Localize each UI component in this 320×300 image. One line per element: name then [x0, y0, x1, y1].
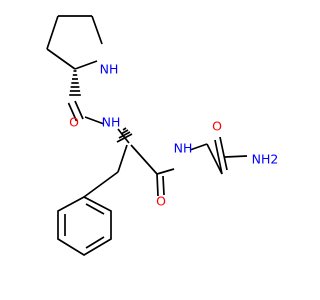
- bond-c2-n2: [156, 168, 175, 175]
- atom-terminal-o: O: [212, 119, 222, 134]
- bond-ring-left-top: [46, 15, 59, 50]
- amide-1: [67, 100, 105, 125]
- bond-ring-right-top: [91, 15, 103, 45]
- bond-ch2-c3: [206, 143, 223, 175]
- atom-pyrrolidine-nh: NH: [100, 62, 119, 77]
- benzene-inner-3: [85, 203, 105, 215]
- atom-terminal-nh2: NH2: [252, 152, 279, 167]
- phe-backbone: [117, 128, 175, 197]
- atom-amide2-nh: NH: [174, 141, 193, 156]
- benzyl-group: [57, 171, 119, 256]
- atom-amide2-o: O: [156, 194, 166, 209]
- benzene-inner-2: [85, 236, 105, 249]
- hash-c: [118, 131, 131, 139]
- glycinamide: [189, 136, 248, 175]
- pyrrolidine-ring: [46, 15, 103, 70]
- bond-c1-n: [84, 116, 105, 125]
- bond-c1-o-double: [67, 102, 78, 122]
- atom-amide1-o: O: [69, 115, 79, 130]
- benzene-ring: [57, 196, 112, 256]
- bond-c3-o: [214, 139, 223, 175]
- stereo-wedge-proline: [69, 70, 81, 96]
- molecule-structure-diagram: NH O NH NH O O NH2: [46, 15, 279, 256]
- hash-a: [122, 127, 127, 131]
- stereo-wedge-phe: [116, 127, 133, 143]
- bond-cbeta-ring: [83, 171, 119, 198]
- bond-c2-o: [156, 173, 159, 197]
- hash-d: [116, 133, 133, 143]
- hash-b: [120, 129, 129, 135]
- bond-calpha-cbeta: [117, 144, 128, 173]
- bond-c3-n: [224, 155, 248, 158]
- bond-c3-o-double: [219, 136, 228, 171]
- atom-amide1-nh: NH: [102, 115, 121, 130]
- bond-ring-right-bottom: [74, 60, 98, 70]
- bond-calpha-c2: [130, 144, 158, 175]
- bond-c1-o: [74, 100, 84, 120]
- bond-ring-left-bottom: [46, 48, 76, 70]
- bond-n2-ch2: [189, 143, 208, 151]
- bond-c2-o-double: [162, 175, 165, 196]
